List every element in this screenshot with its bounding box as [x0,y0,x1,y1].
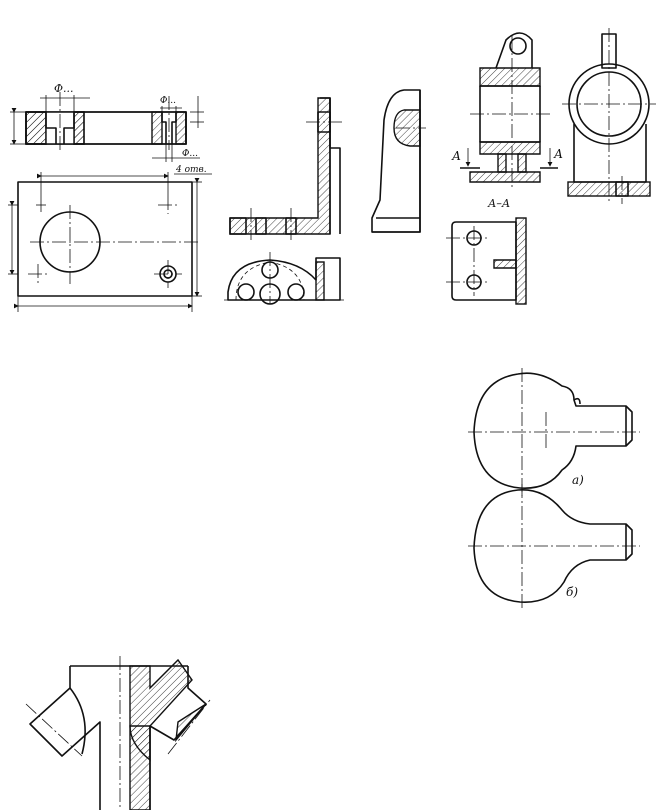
knob-label-b: б) [566,585,578,599]
knob-figure-a [468,368,640,496]
bracket-top-view [224,252,344,305]
housing-figure: А А А–А [446,28,656,305]
plate-top-view [8,172,202,312]
knob-figure-b [468,484,640,610]
section-title: А–А [487,197,510,210]
bracket-figure [224,89,426,305]
housing-front-section [460,32,558,190]
plate-holes-note: 4 отв. [175,165,207,175]
plate-dim-right-top-label: Φ... [160,96,176,106]
plate-dim-right-bottom-label: Φ... [182,149,198,159]
plate-front-section [10,92,204,162]
knob-label-a: а) [572,473,584,487]
plate-dim-top-label: Φ... [54,82,74,95]
section-mark-left: А [451,149,461,163]
housing-side-view [562,28,656,204]
y-pipe-figure [25,656,211,810]
section-mark-right: А [553,147,563,161]
housing-section-aa [446,217,527,305]
bracket-side-view [371,89,426,233]
plate-figure: Φ... Φ... Φ... 4 отв. [8,82,212,312]
